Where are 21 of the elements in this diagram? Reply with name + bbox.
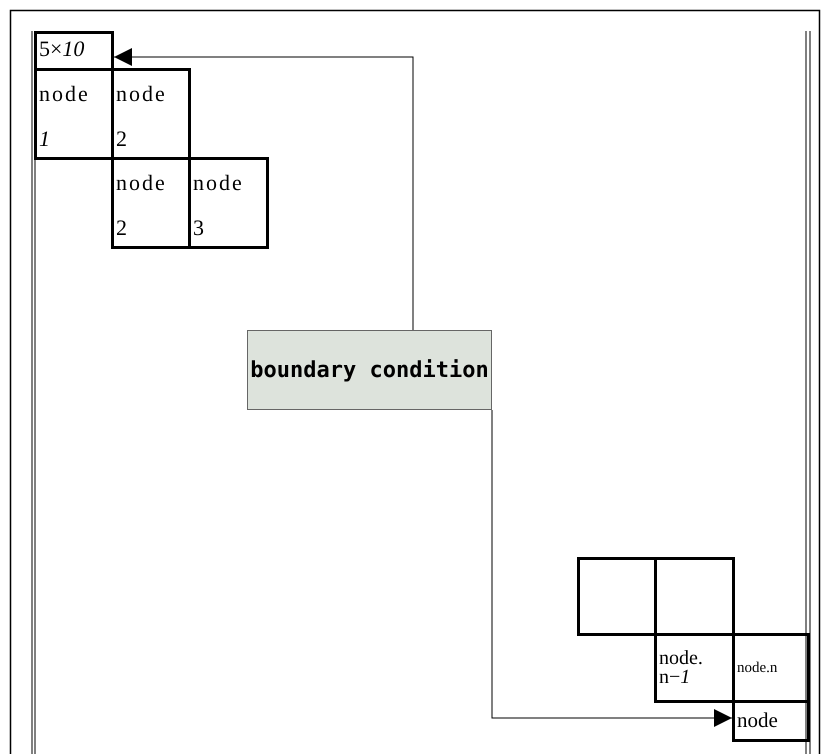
empty-cell [654, 557, 735, 636]
arrow [114, 48, 414, 330]
cell-label: node. n−1 [659, 649, 704, 687]
cell-label: node 3 [193, 169, 245, 242]
box-label: boundary condition [250, 358, 489, 382]
grid-cell [654, 633, 735, 703]
empty-cell [577, 557, 657, 636]
grid-cell [34, 31, 114, 71]
cell-label: node [737, 708, 778, 734]
grid-cell [732, 700, 810, 742]
grid-cell [732, 633, 810, 703]
cell-label: 5×10 [39, 35, 84, 63]
grid-cell [34, 68, 114, 160]
grid-cell [188, 157, 269, 249]
condition-box [247, 330, 492, 410]
cell-label: node 2 [116, 169, 168, 242]
cell-label: node.n [737, 659, 778, 677]
grid-cell [111, 157, 191, 249]
arrow [492, 410, 732, 727]
cell-label: node 1 [39, 80, 91, 154]
grid-cell [111, 68, 191, 160]
